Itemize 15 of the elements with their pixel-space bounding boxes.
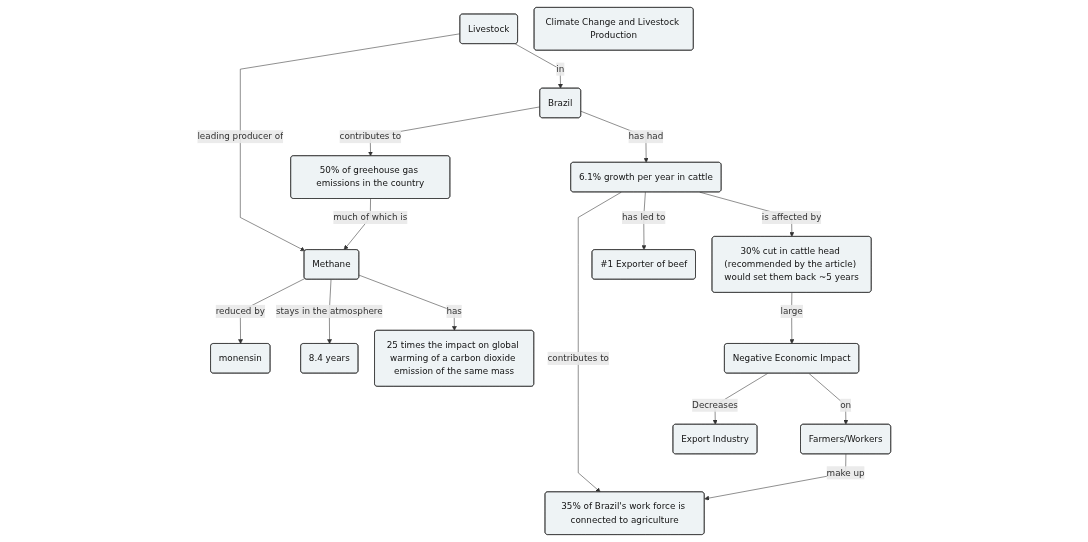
edge-label: has: [446, 305, 462, 317]
edge-label: in: [556, 63, 565, 75]
edge-label: reduced by: [215, 305, 265, 317]
edge-label: stays in the atmosphere: [275, 305, 383, 317]
edge-label: contributes to: [339, 131, 401, 142]
edge-label: leading producer of: [197, 131, 284, 142]
edge-label: is affected by: [761, 211, 822, 223]
edge-label: large: [780, 305, 803, 317]
edge-label: Decreases: [692, 399, 738, 411]
edge-label: make up: [826, 467, 865, 478]
edge-label: on: [840, 399, 852, 411]
edge-label: contributes to: [547, 352, 609, 364]
edge-label: has had: [628, 131, 664, 142]
edge-label: much of which is: [333, 211, 408, 223]
edge-label: has led to: [621, 211, 666, 223]
